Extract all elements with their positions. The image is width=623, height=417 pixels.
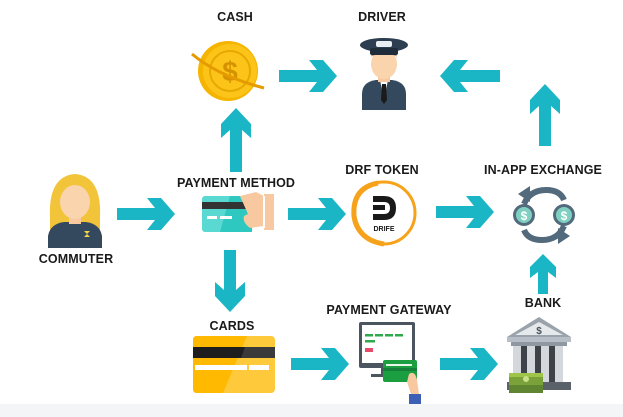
arrow-payment-to-drf: [288, 198, 346, 230]
bank-building-icon: $: [507, 317, 571, 393]
svg-text:$: $: [222, 56, 238, 87]
arrow-payment-to-cash: [221, 108, 251, 172]
arrow-cards-to-gateway: [291, 348, 349, 380]
currency-exchange-icon: $ $: [513, 186, 575, 244]
cards-label: CARDS: [209, 319, 255, 333]
svg-text:$: $: [561, 209, 568, 223]
commuter-label: COMMUTER: [38, 252, 114, 266]
hand-holding-card-icon: [202, 192, 274, 232]
bank-label: BANK: [524, 296, 562, 310]
cash-label: CASH: [217, 10, 253, 24]
arrow-bank-to-exchange: [530, 254, 556, 294]
bottom-strip: [0, 404, 623, 417]
payment-terminal-icon: [359, 322, 421, 404]
svg-text:$: $: [521, 209, 528, 223]
arrow-exchange-to-driver: [440, 60, 500, 92]
credit-card-icon: [193, 336, 275, 393]
payment-gateway-label: PAYMENT GATEWAY: [326, 303, 452, 317]
arrow-drf-to-exchange: [436, 196, 494, 228]
taxi-driver-icon: [360, 38, 408, 110]
drife-token-icon: DRIFE: [351, 180, 417, 247]
svg-text:$: $: [536, 326, 542, 337]
drf-token-label: DRF TOKEN: [345, 163, 419, 177]
arrow-commuter-to-payment: [117, 198, 175, 230]
payment-method-label: PAYMENT METHOD: [176, 176, 296, 190]
arrow-payment-to-cards: [215, 250, 245, 312]
drife-token-text: DRIFE: [374, 226, 395, 233]
in-app-exchange-label: IN-APP EXCHANGE: [484, 163, 602, 177]
arrow-cash-to-driver: [279, 60, 337, 92]
arrow-exchange-up: [530, 84, 560, 146]
driver-label: DRIVER: [358, 10, 406, 24]
arrow-gateway-to-bank: [440, 348, 498, 380]
commuter-woman-icon: [48, 174, 102, 248]
gold-coin-icon: $: [191, 41, 265, 101]
